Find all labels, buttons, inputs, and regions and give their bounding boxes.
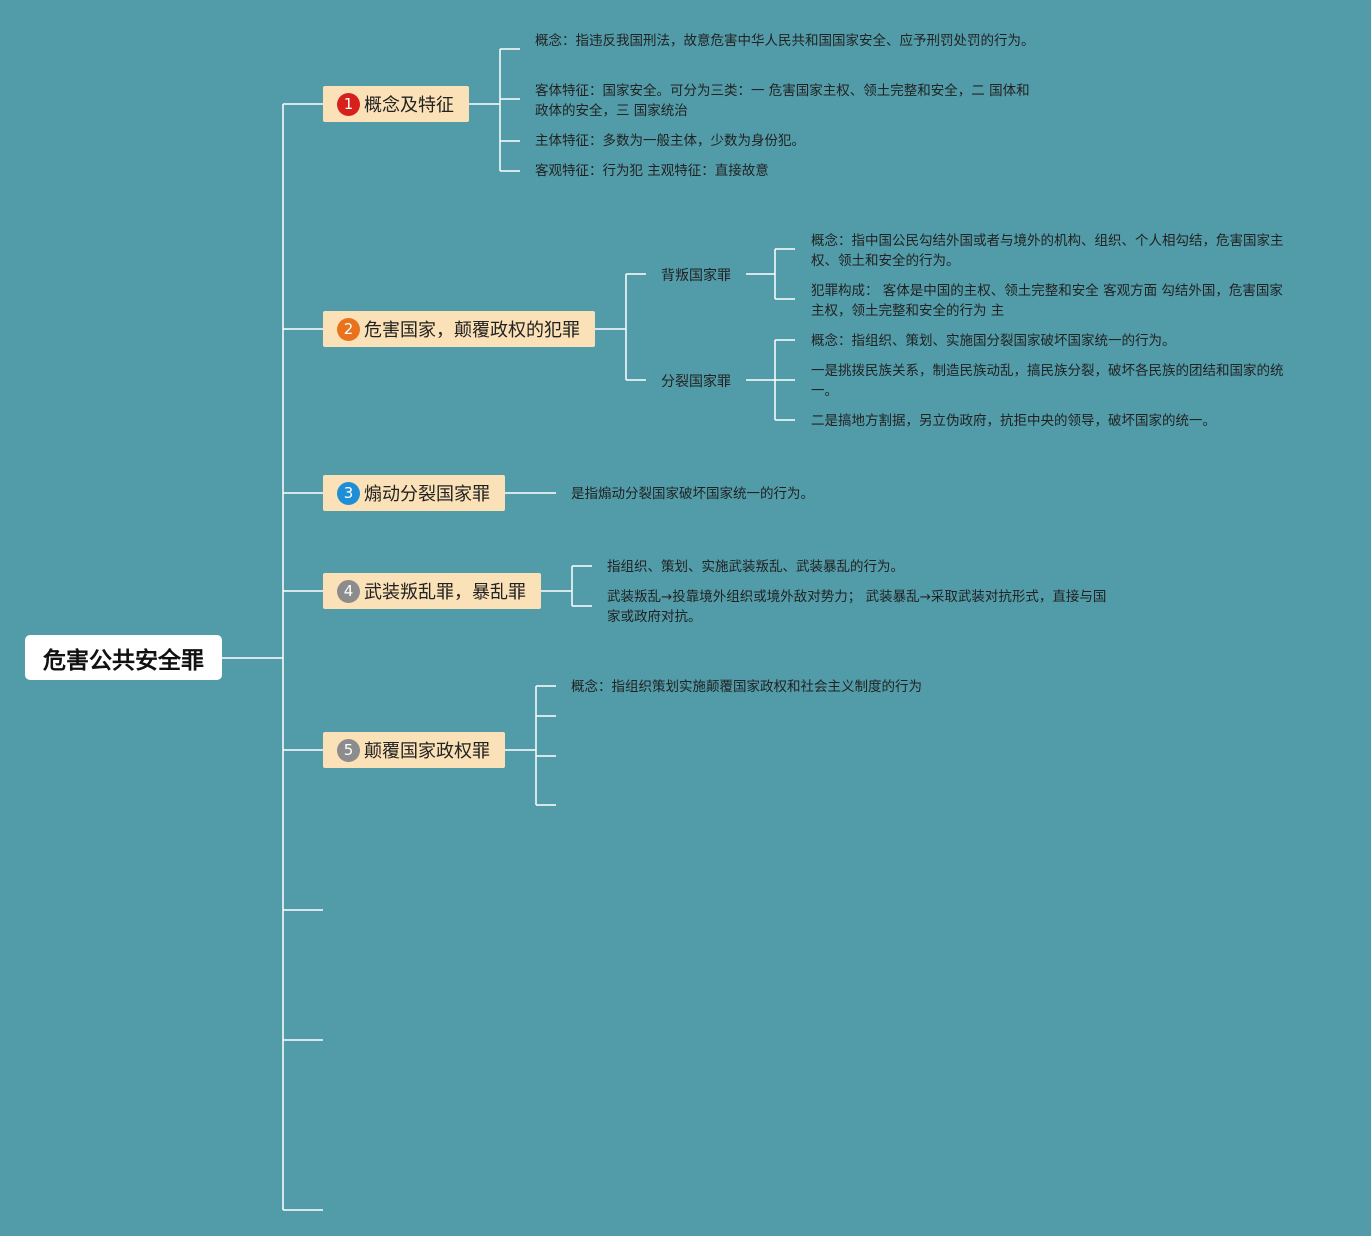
leaf-text[interactable]: 概念：指违反我国刑法，故意危害中华人民共和国国家安全、应予刑罚处罚的行为。	[535, 33, 1035, 49]
leaf-text[interactable]: 客观特征：行为犯 主观特征：直接故意	[535, 163, 769, 179]
leaf-text[interactable]: 主体特征：多数为一般主体，少数为身份犯。	[535, 133, 805, 149]
leaf-text[interactable]: 武装叛乱→投靠境外组织或境外敌对势力； 武装暴乱→采取武装对抗形式，直接与国家或…	[607, 589, 1107, 625]
topic-label: 武装叛乱罪，暴乱罪	[364, 582, 526, 603]
topic-label: 危害国家，颠覆政权的犯罪	[364, 320, 580, 341]
leaf-text[interactable]: 犯罪构成： 客体是中国的主权、领土完整和安全 客观方面 勾结外国，危害国家主权，…	[811, 283, 1283, 319]
leaf-text[interactable]: 概念：指中国公民勾结外国或者与境外的机构、组织、个人相勾结，危害国家主权、领土和…	[811, 233, 1284, 269]
number-badge-icon: 5	[337, 738, 360, 762]
topic-node-3[interactable]: 3 煽动分裂国家罪	[323, 475, 505, 511]
number-badge-icon: 1	[337, 92, 360, 116]
topic-node-4[interactable]: 4 武装叛乱罪，暴乱罪	[323, 573, 541, 609]
leaf-text[interactable]: 指组织、策划、实施武装叛乱、武装暴乱的行为。	[607, 559, 904, 575]
leaf-text[interactable]: 一是挑拨民族关系，制造民族动乱，搞民族分裂，破坏各民族的团结和国家的统一。	[811, 363, 1284, 399]
leaf-text[interactable]: 二是搞地方割据，另立伪政府，抗拒中央的领导，破坏国家的统一。	[811, 413, 1216, 429]
topic-node-5[interactable]: 5 颠覆国家政权罪	[323, 732, 505, 768]
topic-label: 概念及特征	[364, 95, 454, 116]
leaf-text[interactable]: 是指煽动分裂国家破坏国家统一的行为。	[571, 486, 814, 502]
root-label: 危害公共安全罪	[43, 647, 204, 674]
number-badge-icon: 4	[337, 579, 360, 603]
leaf-text[interactable]: 概念：指组织策划实施颠覆国家政权和社会主义制度的行为	[571, 679, 922, 695]
number-badge-icon: 2	[337, 317, 360, 341]
root-node[interactable]: 危害公共安全罪	[25, 635, 222, 680]
subtopic-betray-country[interactable]: 背叛国家罪	[661, 268, 731, 284]
topic-node-1[interactable]: 1 概念及特征	[323, 86, 469, 122]
topic-label: 煽动分裂国家罪	[364, 484, 490, 505]
topic-node-2[interactable]: 2 危害国家，颠覆政权的犯罪	[323, 311, 595, 347]
number-badge-icon: 3	[337, 481, 360, 505]
leaf-text[interactable]: 客体特征：国家安全。可分为三类：一 危害国家主权、领土完整和安全，二 国体和政体…	[535, 83, 1030, 119]
leaf-text[interactable]: 概念：指组织、策划、实施国分裂国家破坏国家统一的行为。	[811, 333, 1176, 349]
subtopic-split-country[interactable]: 分裂国家罪	[661, 374, 731, 390]
topic-label: 颠覆国家政权罪	[364, 741, 490, 762]
